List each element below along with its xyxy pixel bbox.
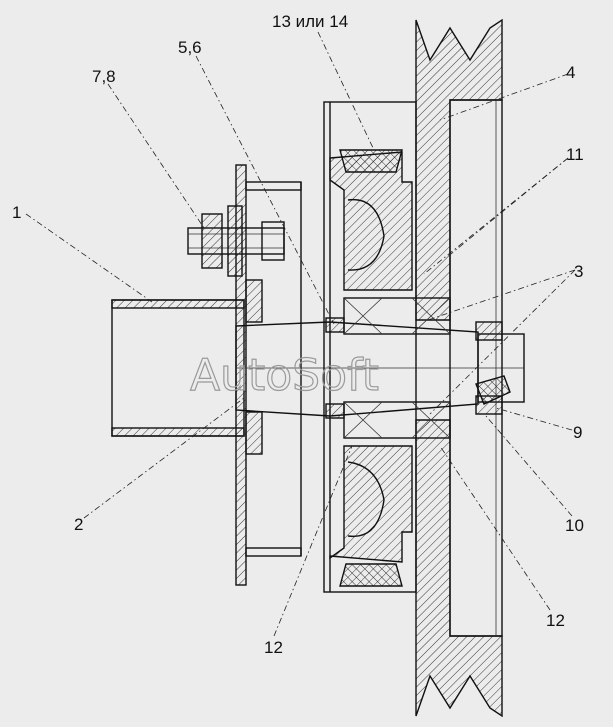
label-7-8: 7,8	[92, 67, 116, 86]
leader-lines	[25, 31, 576, 637]
label-4: 4	[566, 63, 575, 82]
bolt-part	[187, 205, 285, 277]
label-5-6: 5,6	[178, 38, 202, 57]
label-10: 10	[565, 516, 584, 535]
label-13-or-14: 13 или 14	[272, 12, 348, 31]
seal-ring-part	[339, 149, 403, 587]
label-11: 11	[566, 145, 584, 164]
label-2: 2	[74, 515, 83, 534]
watermark-text: AutoSoft	[190, 350, 379, 401]
label-9: 9	[573, 423, 582, 442]
pulley-part	[415, 18, 503, 718]
housing-part	[323, 101, 417, 593]
label-3: 3	[574, 262, 583, 281]
label-1: 1	[12, 203, 21, 222]
label-12-left: 12	[264, 638, 283, 657]
bearing-part	[325, 297, 451, 439]
label-12-right: 12	[546, 611, 565, 630]
nut-part	[475, 321, 511, 415]
